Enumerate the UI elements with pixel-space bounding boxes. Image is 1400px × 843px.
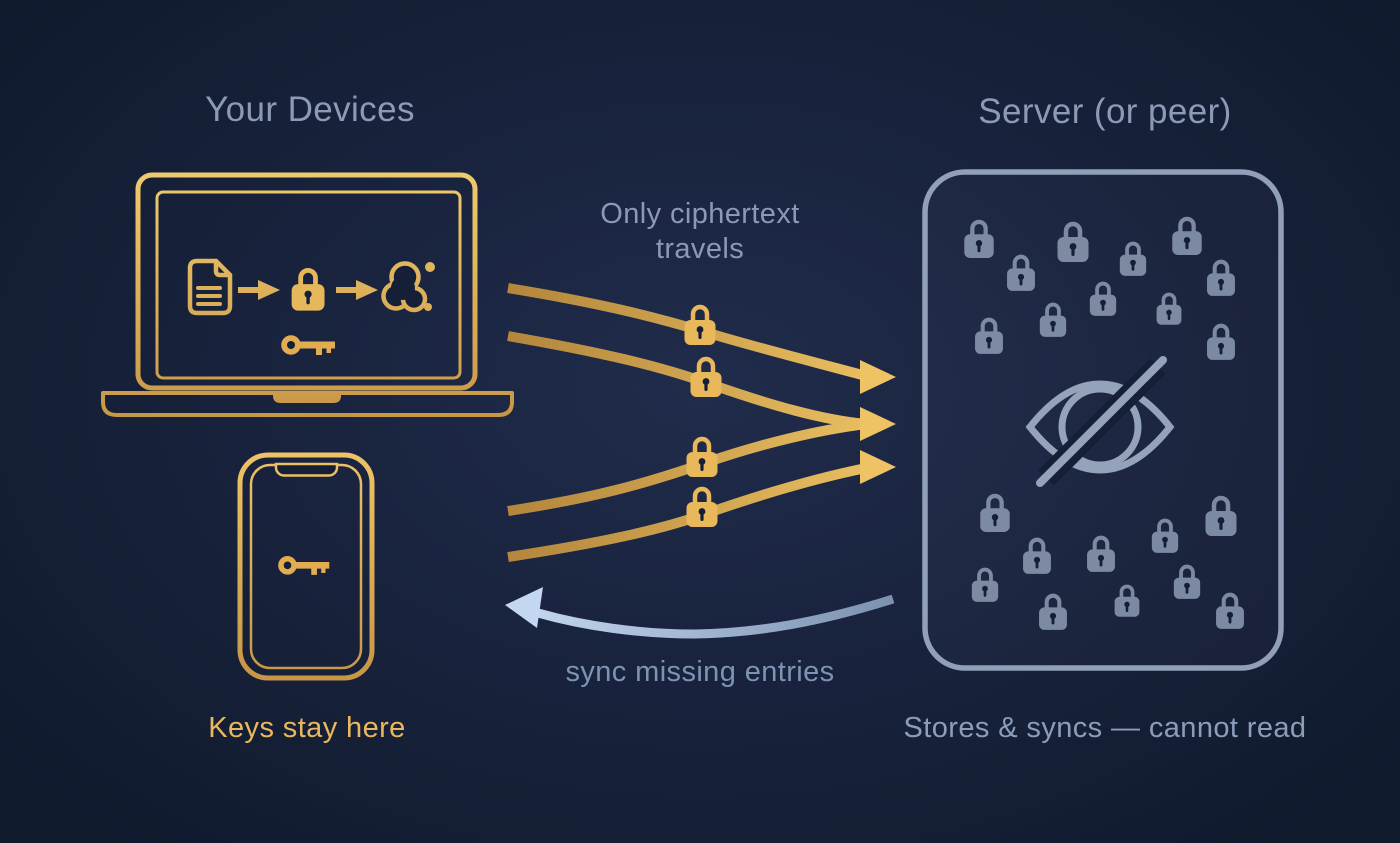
arrowhead [860,450,896,484]
arrowhead [860,360,896,394]
arrowhead [505,587,543,628]
server-caption: Stores & syncs — cannot read [903,712,1307,744]
laptop-base-notch [273,394,341,403]
keys-stay-here-label: Keys stay here [208,712,406,744]
sync-return-arrow [505,587,895,639]
arrow-right-icon [238,280,280,300]
eye-off-icon [1025,356,1175,487]
arrowhead [860,407,896,441]
laptop-base [101,391,514,417]
arrow-right-icon [336,280,378,300]
ciphertext-arrow-path [507,331,867,429]
server-box [922,169,1284,671]
key-icon [278,556,330,575]
ciphertext-scramble-icon [381,261,435,313]
flow-lock-icon [687,439,718,477]
phone-notch [274,462,339,477]
lock-icon [292,270,325,310]
sync-missing-entries-label: sync missing entries [565,656,835,688]
flow-lock-icon [687,489,718,527]
flow-lock-icon [685,307,716,345]
left-title: Your Devices [205,90,415,129]
document-icon [187,258,233,316]
only-ciphertext-label: Only ciphertext travels [600,198,800,265]
right-title: Server (or peer) [978,92,1232,131]
key-icon [281,335,335,355]
flow-lock-icon [691,359,722,397]
laptop-icon [101,172,514,417]
phone-icon [237,452,375,681]
